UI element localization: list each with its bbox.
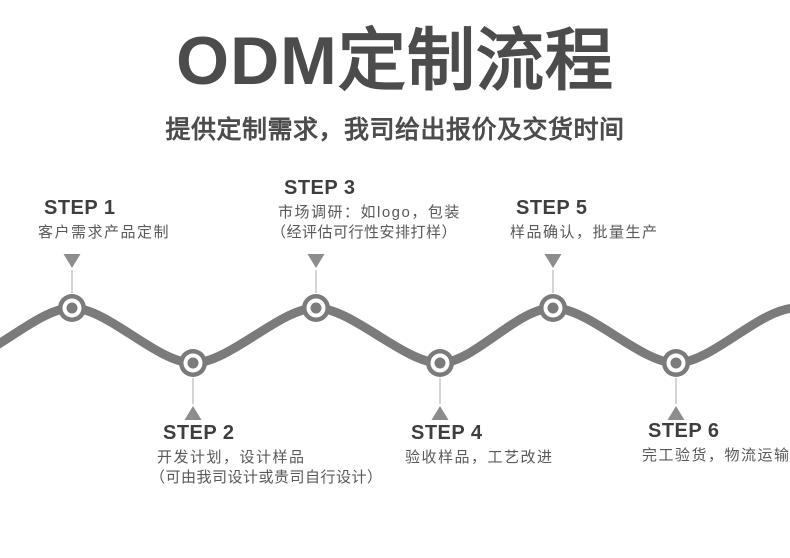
step-2-marker [179, 349, 207, 420]
step-3-label: STEP 3 [284, 177, 356, 199]
step-3-marker [302, 254, 330, 322]
step-3-description-note: （经评估可行性安排打样） [271, 224, 458, 241]
step-6-arrow-up-icon [667, 406, 685, 420]
step-4-arrow-up-icon [431, 406, 449, 420]
step-5-block: STEP 5 样品确认，批量生产 [510, 197, 659, 243]
step-1-arrow-down-icon [63, 254, 81, 268]
step-4-label: STEP 4 [411, 422, 483, 444]
step-1-description: 客户需求产品定制 [38, 224, 171, 241]
step-6-description: 完工验货，物流运输 [642, 447, 790, 464]
step-2-label: STEP 2 [163, 422, 235, 444]
step-1-node-dot [66, 302, 78, 314]
step-6-marker [662, 349, 690, 420]
step-1-label: STEP 1 [44, 197, 116, 219]
step-5-marker [539, 254, 567, 322]
step-2-description: 开发计划，设计样品 [157, 449, 306, 466]
page-subtitle: 提供定制需求，我司给出报价及交货时间 [165, 116, 625, 144]
step-3-block: STEP 3 市场调研：如logo，包装 （经评估可行性安排打样） [271, 177, 461, 243]
step-1-marker [58, 254, 86, 322]
step-2-block: STEP 2 开发计划，设计样品 （可由我司设计或贵司自行设计） [150, 422, 383, 488]
step-5-node-dot [547, 302, 559, 314]
page-title: ODM定制流程 [176, 23, 614, 99]
step-2-description-note: （可由我司设计或贵司自行设计） [150, 469, 383, 486]
step-6-block: STEP 6 完工验货，物流运输 [642, 420, 790, 466]
step-5-description: 样品确认，批量生产 [510, 224, 659, 241]
step-3-arrow-down-icon [307, 254, 325, 268]
step-4-node-dot [434, 357, 446, 369]
step-3-node-dot [310, 302, 322, 314]
step-5-arrow-down-icon [544, 254, 562, 268]
step-2-node-dot [187, 357, 199, 369]
step-2-arrow-up-icon [184, 406, 202, 420]
step-4-description: 验收样品，工艺改进 [405, 449, 554, 466]
step-6-label: STEP 6 [648, 420, 720, 442]
step-5-label: STEP 5 [516, 197, 588, 219]
step-3-description: 市场调研：如logo，包装 [278, 204, 461, 221]
step-4-block: STEP 4 验收样品，工艺改进 [405, 422, 554, 468]
step-4-marker [426, 349, 454, 420]
step-1-block: STEP 1 客户需求产品定制 [38, 197, 170, 243]
step-6-node-dot [670, 357, 682, 369]
